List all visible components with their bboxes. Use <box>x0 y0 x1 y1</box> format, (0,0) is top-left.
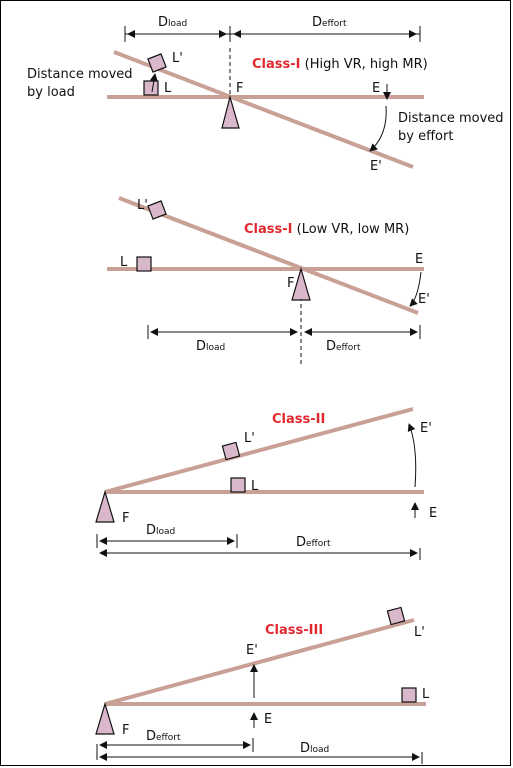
dim-load-label: Dload <box>300 741 329 756</box>
panel-class3: Deffort Dload L' L F E E' Class-III <box>95 606 430 764</box>
panel-title: Class-I (Low VR, low MR) <box>244 222 409 237</box>
load-box-moved <box>386 606 406 626</box>
label-l-prime: L' <box>137 198 148 213</box>
lever-rotated <box>118 196 419 315</box>
panel-class2: Dload Deffort L' L F E E' Class-II <box>95 407 437 560</box>
label-e: E <box>372 81 380 96</box>
label-e-prime: E' <box>370 159 382 174</box>
fulcrum-triangle <box>95 489 115 523</box>
effort-path-arrow <box>409 271 422 307</box>
label-f: F <box>287 276 294 291</box>
dim-load-label: Dload <box>196 339 225 354</box>
label-f: F <box>236 81 243 96</box>
label-l: L <box>164 81 172 96</box>
load-box-moved <box>221 441 241 461</box>
note-effort-line1: Distance moved <box>398 111 504 126</box>
load-box-moved <box>147 200 167 220</box>
load-box <box>136 256 152 272</box>
load-box <box>230 477 246 493</box>
label-e-prime: E' <box>418 292 430 307</box>
note-load-line1: Distance moved <box>27 67 133 82</box>
label-l-prime: L' <box>172 51 183 66</box>
label-f: F <box>122 723 129 738</box>
load-box-moved <box>147 53 167 73</box>
lever-rotated <box>113 50 414 169</box>
note-effort-line2: by effort <box>398 129 453 144</box>
label-e: E <box>415 252 423 267</box>
dim-effort-label: Deffort <box>312 15 347 30</box>
effort-path-arrow <box>407 423 417 488</box>
label-f: F <box>122 511 129 526</box>
dim-effort-label: Deffort <box>296 535 331 550</box>
label-e-prime: E' <box>420 421 432 436</box>
label-e-prime: E' <box>246 643 258 658</box>
panel-title: Class-III <box>265 623 323 638</box>
panel-title: Class-I (High VR, high MR) <box>252 57 428 72</box>
lever-rotated <box>104 407 414 494</box>
dim-effort-label: Deffort <box>326 339 361 354</box>
panel-class1-high: Dload Deffort L' L F E E' Class-I (High … <box>27 15 504 174</box>
label-e: E <box>264 712 272 727</box>
note-load-line2: by load <box>27 85 75 100</box>
panel-class1-low: Dload Deffort L' L F E E' Class-I (Low V… <box>107 196 430 365</box>
fulcrum-triangle <box>291 266 311 301</box>
load-box <box>143 80 159 96</box>
label-l: L <box>251 479 259 494</box>
lever-rotated <box>104 618 415 706</box>
load-box <box>401 687 417 703</box>
dim-effort-label: Deffort <box>146 729 181 744</box>
label-l-prime: L' <box>414 625 425 640</box>
label-l: L <box>120 255 128 270</box>
label-e: E <box>429 506 437 521</box>
label-l-prime: L' <box>244 431 255 446</box>
fulcrum-triangle <box>95 701 115 735</box>
load-move-arrow <box>149 73 158 93</box>
dim-load-label: Dload <box>146 523 175 538</box>
effort-path-arrow <box>369 105 387 152</box>
dim-load-label: Dload <box>158 15 187 30</box>
label-l: L <box>422 687 430 702</box>
fulcrum-triangle <box>221 94 240 129</box>
panel-title: Class-II <box>272 412 325 427</box>
